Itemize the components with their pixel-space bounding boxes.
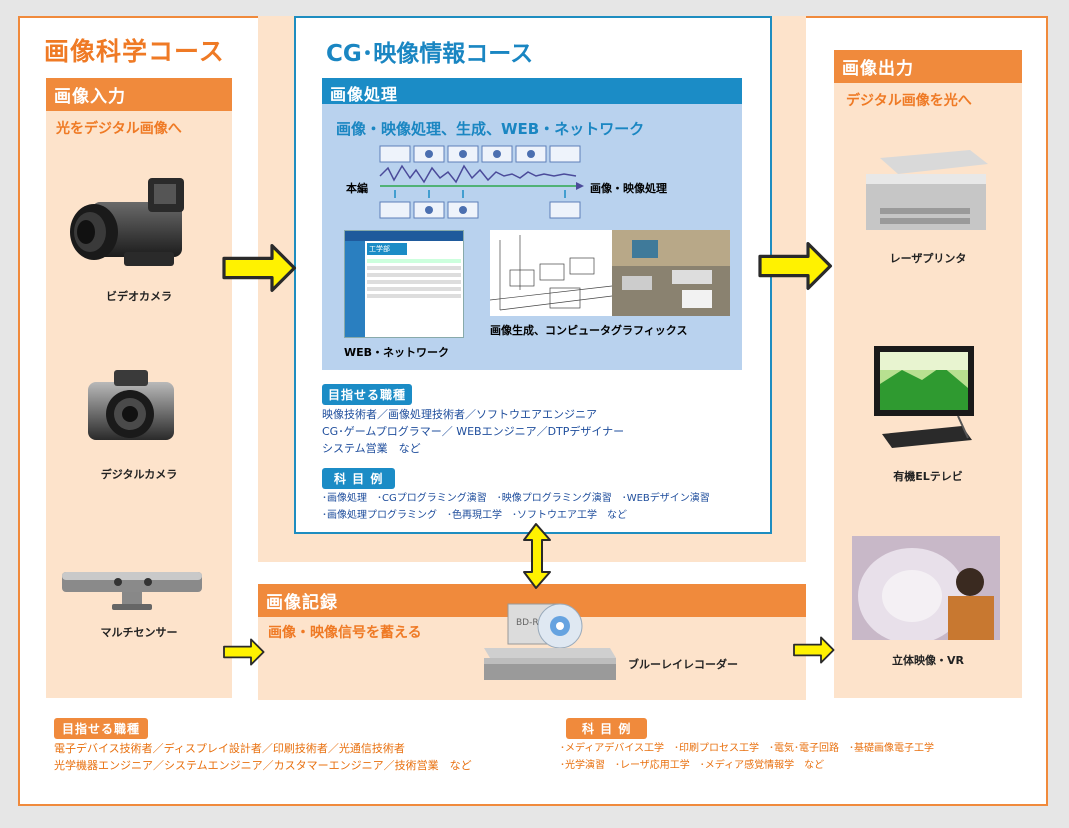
oled-tv-label: 有機ELテレビ <box>893 470 963 483</box>
image-processing-heading: 画像処理 <box>322 78 742 108</box>
image-science-jobs-list: 電子デバイス技術者／ディスプレイ設計者／印刷技術者／光通信技術者 光学機器エンジ… <box>54 740 554 774</box>
image-processing-subtitle: 画像・映像処理、生成、WEB・ネットワーク <box>336 120 645 138</box>
main-feed-label: 本編 <box>346 182 368 195</box>
cg-wireframe-image <box>490 230 612 316</box>
image-record-subtitle: 画像・映像信号を蓄える <box>268 625 422 641</box>
multi-sensor-label: マルチセンサー <box>100 626 178 639</box>
image-science-subjects-tag: 科 目 例 <box>566 718 648 739</box>
digital-camera-label: デジタルカメラ <box>100 468 178 481</box>
web-network-label: WEB・ネットワーク <box>344 346 450 359</box>
web-page-title: 工学部 <box>367 243 407 255</box>
image-science-subjects-list: ･メディアデバイス工学 ･印刷プロセス工学 ･電気･電子回路 ･基礎画像電子工学… <box>560 740 1036 774</box>
laser-printer-label: レーザプリンタ <box>889 252 967 265</box>
video-processing-label: 画像・映像処理 <box>590 182 667 195</box>
digital-camera-icon <box>88 370 174 440</box>
cg-label: 画像生成、コンピュータグラフィックス <box>490 324 688 337</box>
bluray-recorder-label: ブルーレイレコーダー <box>628 658 738 671</box>
arrow-input-to-processing <box>222 244 296 292</box>
cg-jobs-line: 映像技術者／画像処理技術者／ソフトウエアエンジニア <box>322 408 597 421</box>
vr-label: 立体映像・VR <box>892 654 964 667</box>
image-science-jobs-line: 電子デバイス技術者／ディスプレイ設計者／印刷技術者／光通信技術者 <box>54 742 405 755</box>
bdr-disc-label: BD-R <box>516 618 539 628</box>
bluray-recorder-icon <box>484 603 616 680</box>
oled-tv-icon <box>874 346 974 448</box>
cg-subjects-line: ･画像処理 ･CGプログラミング演習 ･映像プログラミング演習 ･WEBデザイン… <box>322 493 710 504</box>
cg-jobs-line: システム営業 など <box>322 442 421 455</box>
arrow-processing-record-bidirectional <box>523 523 551 589</box>
cg-subjects-tag: 科 目 例 <box>322 468 396 489</box>
cg-rendered-room <box>612 230 730 316</box>
cg-jobs-list: 映像技術者／画像処理技術者／ソフトウエアエンジニア CG･ゲームプログラマー／ … <box>322 406 762 457</box>
arrow-processing-to-output <box>758 242 833 290</box>
cg-subjects-line: ･画像処理プログラミング ･色再現工学 ･ソフトウエア工学 など <box>322 510 627 521</box>
image-output-heading: 画像出力 <box>834 50 1022 83</box>
image-input-subtitle: 光をデジタル画像へ <box>56 121 182 137</box>
image-science-subjects-line: ･メディアデバイス工学 ･印刷プロセス工学 ･電気･電子回路 ･基礎画像電子工学 <box>560 743 934 754</box>
multi-sensor-icon <box>62 572 202 610</box>
video-camera-icon <box>70 178 184 266</box>
cg-course-title: CG･映像情報コース <box>326 41 534 67</box>
image-output-subtitle: デジタル画像を光へ <box>846 93 972 109</box>
image-science-subjects-line: ･光学演習 ･レーザ応用工学 ･メディア感覚情報学 など <box>560 760 825 771</box>
video-processing-diagram <box>379 145 584 219</box>
image-science-jobs-tag: 目指せる職種 <box>54 718 149 739</box>
arrow-sensor-to-record <box>223 638 265 666</box>
image-science-jobs-line: 光学機器エンジニア／システムエンジニア／カスタマーエンジニア／技術営業 など <box>54 759 472 772</box>
cg-jobs-tag: 目指せる職種 <box>322 384 413 405</box>
image-science-course-title: 画像科学コース <box>44 37 225 66</box>
image-input-heading: 画像入力 <box>46 78 232 111</box>
vr-photo <box>852 536 1000 640</box>
cg-subjects-list: ･画像処理 ･CGプログラミング演習 ･映像プログラミング演習 ･WEBデザイン… <box>322 490 768 524</box>
laser-printer-icon <box>866 150 988 230</box>
arrow-record-to-vr <box>793 636 835 664</box>
web-page-thumbnail: 工学部 <box>344 230 464 338</box>
cg-jobs-line: CG･ゲームプログラマー／ WEBエンジニア／DTPデザイナー <box>322 425 625 438</box>
video-camera-label: ビデオカメラ <box>106 290 172 303</box>
